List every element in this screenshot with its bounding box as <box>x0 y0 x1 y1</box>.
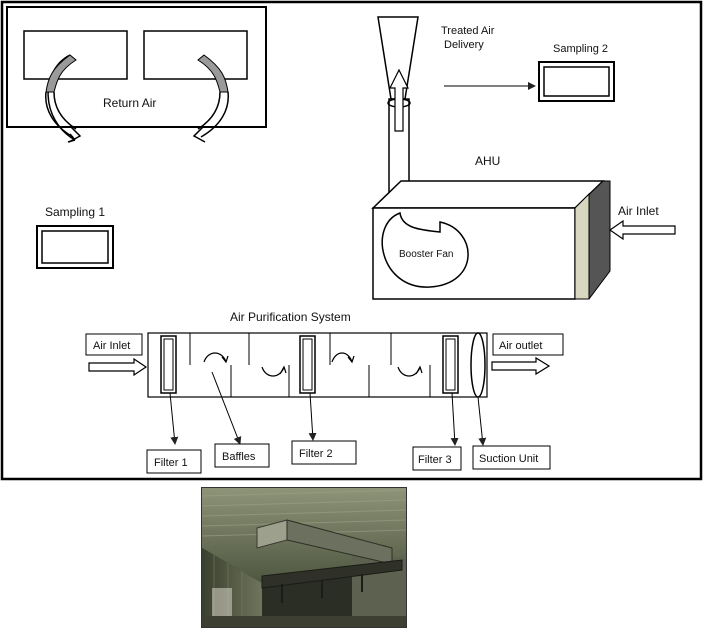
baffles-label: Baffles <box>222 451 256 463</box>
suction-unit-label: Suction Unit <box>479 453 538 465</box>
callout-lines <box>169 371 487 446</box>
duct-installation-photo-icon <box>202 488 406 627</box>
filter-2-callout <box>291 440 357 465</box>
air-inlet-label: Air Inlet <box>93 340 130 352</box>
filter-2-label: Filter 2 <box>299 448 333 460</box>
treated-air-delivery-duct: Treated Air Delivery <box>377 16 536 208</box>
baffle-flow-arcs <box>203 352 423 377</box>
inlet-arrow <box>88 357 148 377</box>
delivery-up-arrow <box>389 68 409 132</box>
air-purification-system: Air Purification System Air Inlet <box>85 310 564 474</box>
delivery-label: Delivery <box>444 39 484 51</box>
installation-photo <box>201 487 407 628</box>
filter-2 <box>299 335 316 394</box>
booster-fan-icon <box>381 211 469 288</box>
ahu-unit: AHU Booster Fan Air Inlet <box>371 154 676 300</box>
air-purification-title: Air Purification System <box>230 310 351 324</box>
suction-unit-callout <box>472 445 551 470</box>
filter-3-callout <box>412 446 462 471</box>
sampling-1-label: Sampling 1 <box>45 205 105 219</box>
return-air-unit: Return Air <box>6 6 267 143</box>
filter-3-label: Filter 3 <box>418 454 452 466</box>
baffle-plates <box>189 333 431 397</box>
outlet-arrow <box>491 356 551 376</box>
air-inlet-ahu-label: Air Inlet <box>618 204 659 218</box>
treated-air-label: Treated Air <box>441 25 495 37</box>
air-outlet-label: Air outlet <box>499 340 542 352</box>
ahu-label: AHU <box>475 154 500 168</box>
suction-unit <box>470 332 486 398</box>
filter-1-label: Filter 1 <box>154 457 188 469</box>
booster-fan-label: Booster Fan <box>399 249 453 260</box>
ahu-inlet-arrow <box>608 219 676 241</box>
sampling-2-label: Sampling 2 <box>553 43 608 55</box>
filter-1-callout <box>146 449 202 474</box>
filter-1 <box>160 335 177 394</box>
air-outlet-box <box>492 333 564 356</box>
filter-3 <box>442 335 459 394</box>
return-air-grille-left <box>23 30 128 80</box>
baffles-callout <box>214 443 270 468</box>
sampling-1-device: Sampling 1 <box>36 205 114 269</box>
sampling-2-device: Sampling 2 <box>538 43 615 102</box>
air-inlet-box <box>85 333 143 356</box>
return-air-grille-right <box>143 30 248 80</box>
return-air-label: Return Air <box>103 96 156 110</box>
purification-duct <box>147 332 488 398</box>
